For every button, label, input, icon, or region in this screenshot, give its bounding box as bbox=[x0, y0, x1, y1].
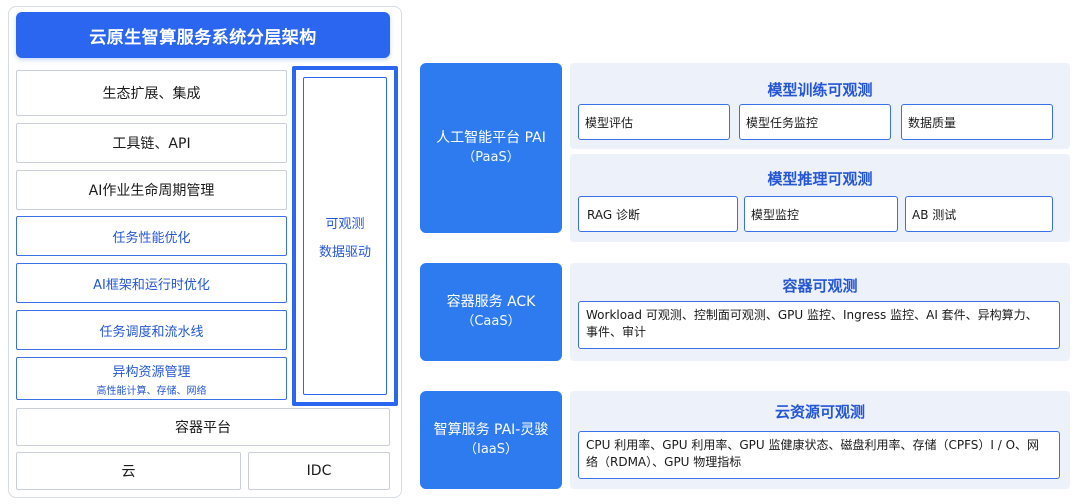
chip-ab-test: AB 测试 bbox=[905, 196, 1053, 232]
chip-model-eval: 模型评估 bbox=[578, 104, 730, 140]
platform-tier: （CaaS） bbox=[461, 314, 521, 329]
side-label-data-driven: 数据驱动 bbox=[318, 244, 371, 260]
container-title: 容器可观测 bbox=[782, 277, 858, 295]
cloud-resource-observability-panel: 云资源可观测 CPU 利用率、GPU 利用率、GPU 监健康状态、磁盘利用率、存… bbox=[570, 391, 1070, 489]
layer-ecosystem: 生态扩展、集成 bbox=[16, 70, 287, 116]
platform-pai: 人工智能平台 PAI （PaaS） bbox=[420, 63, 562, 233]
side-label-observability: 可观测 bbox=[325, 216, 365, 232]
platform-name: 智算服务 PAI-灵骏 bbox=[433, 422, 549, 438]
idc-label: IDC bbox=[306, 463, 332, 479]
training-observability-panel: 模型训练可观测 模型评估 模型任务监控 数据质量 bbox=[570, 63, 1070, 149]
observability-side-inner: 可观测 数据驱动 bbox=[303, 77, 387, 395]
platform-ack: 容器服务 ACK （CaaS） bbox=[420, 263, 562, 361]
layer-label: 容器平台 bbox=[175, 420, 231, 436]
layer-label: AI作业生命周期管理 bbox=[88, 183, 215, 199]
chip-data-quality: 数据质量 bbox=[901, 104, 1053, 140]
platform-tier: （PaaS） bbox=[462, 150, 520, 165]
chip-rag-diagnosis: RAG 诊断 bbox=[578, 196, 738, 232]
platform-lingjun: 智算服务 PAI-灵骏 （IaaS） bbox=[420, 391, 562, 489]
platform-name: 人工智能平台 PAI bbox=[436, 130, 546, 146]
chip-label: 模型评估 bbox=[585, 115, 634, 130]
container-observability-panel: 容器可观测 Workload 可观测、控制面可观测、GPU 监控、Ingress… bbox=[570, 263, 1070, 361]
layer-scheduling: 任务调度和流水线 bbox=[16, 310, 287, 350]
detail-line: 事件、审计 bbox=[586, 325, 647, 339]
layer-container-platform: 容器平台 bbox=[16, 408, 390, 446]
chip-label: 数据质量 bbox=[908, 115, 957, 130]
chip-model-monitor: 模型监控 bbox=[744, 196, 898, 232]
layer-label: AI框架和运行时优化 bbox=[93, 277, 210, 293]
inference-observability-panel: 模型推理可观测 RAG 诊断 模型监控 AB 测试 bbox=[570, 154, 1070, 242]
layer-lifecycle: AI作业生命周期管理 bbox=[16, 170, 287, 210]
layer-label: 生态扩展、集成 bbox=[102, 86, 201, 102]
chip-label: AB 测试 bbox=[912, 207, 957, 222]
observability-side-box: 可观测 数据驱动 bbox=[292, 66, 398, 406]
detail-line: CPU 利用率、GPU 利用率、GPU 监健康状态、磁盘利用率、存储（CPFS）… bbox=[586, 438, 1040, 452]
cloud-resource-title: 云资源可观测 bbox=[774, 403, 865, 421]
inference-title: 模型推理可观测 bbox=[767, 170, 873, 188]
layer-toolchain: 工具链、API bbox=[16, 123, 287, 163]
chip-label: RAG 诊断 bbox=[587, 207, 640, 222]
platform-name: 容器服务 ACK bbox=[446, 294, 536, 310]
cloud-label: 云 bbox=[121, 464, 136, 480]
detail-line: 络（RDMA）、GPU 物理指标 bbox=[586, 455, 742, 469]
cloud-resource-detail-box: CPU 利用率、GPU 利用率、GPU 监健康状态、磁盘利用率、存储（CPFS）… bbox=[578, 431, 1060, 479]
chip-model-task-monitor: 模型任务监控 bbox=[739, 104, 891, 140]
layer-label: 工具链、API bbox=[112, 136, 191, 152]
layer-framework-runtime: AI框架和运行时优化 bbox=[16, 263, 287, 303]
layer-sublabel: 高性能计算、存储、网络 bbox=[96, 385, 207, 397]
layer-label: 任务调度和流水线 bbox=[99, 324, 204, 340]
platform-tier: （IaaS） bbox=[463, 442, 519, 457]
container-detail-box: Workload 可观测、控制面可观测、GPU 监控、Ingress 监控、AI… bbox=[578, 301, 1060, 349]
chip-label: 模型任务监控 bbox=[746, 115, 819, 130]
layer-heterogeneous: 异构资源管理 高性能计算、存储、网络 bbox=[16, 357, 287, 400]
page-title: 云原生智算服务系统分层架构 bbox=[16, 12, 390, 58]
idc-cell: IDC bbox=[248, 452, 390, 490]
layer-label: 异构资源管理 bbox=[112, 364, 191, 380]
detail-line: Workload 可观测、控制面可观测、GPU 监控、Ingress 监控、AI… bbox=[586, 308, 1038, 322]
layer-label: 任务性能优化 bbox=[112, 230, 191, 246]
training-title: 模型训练可观测 bbox=[767, 81, 873, 99]
layer-task-performance: 任务性能优化 bbox=[16, 216, 287, 256]
cloud-cell: 云 bbox=[16, 452, 241, 490]
chip-label: 模型监控 bbox=[751, 207, 800, 222]
